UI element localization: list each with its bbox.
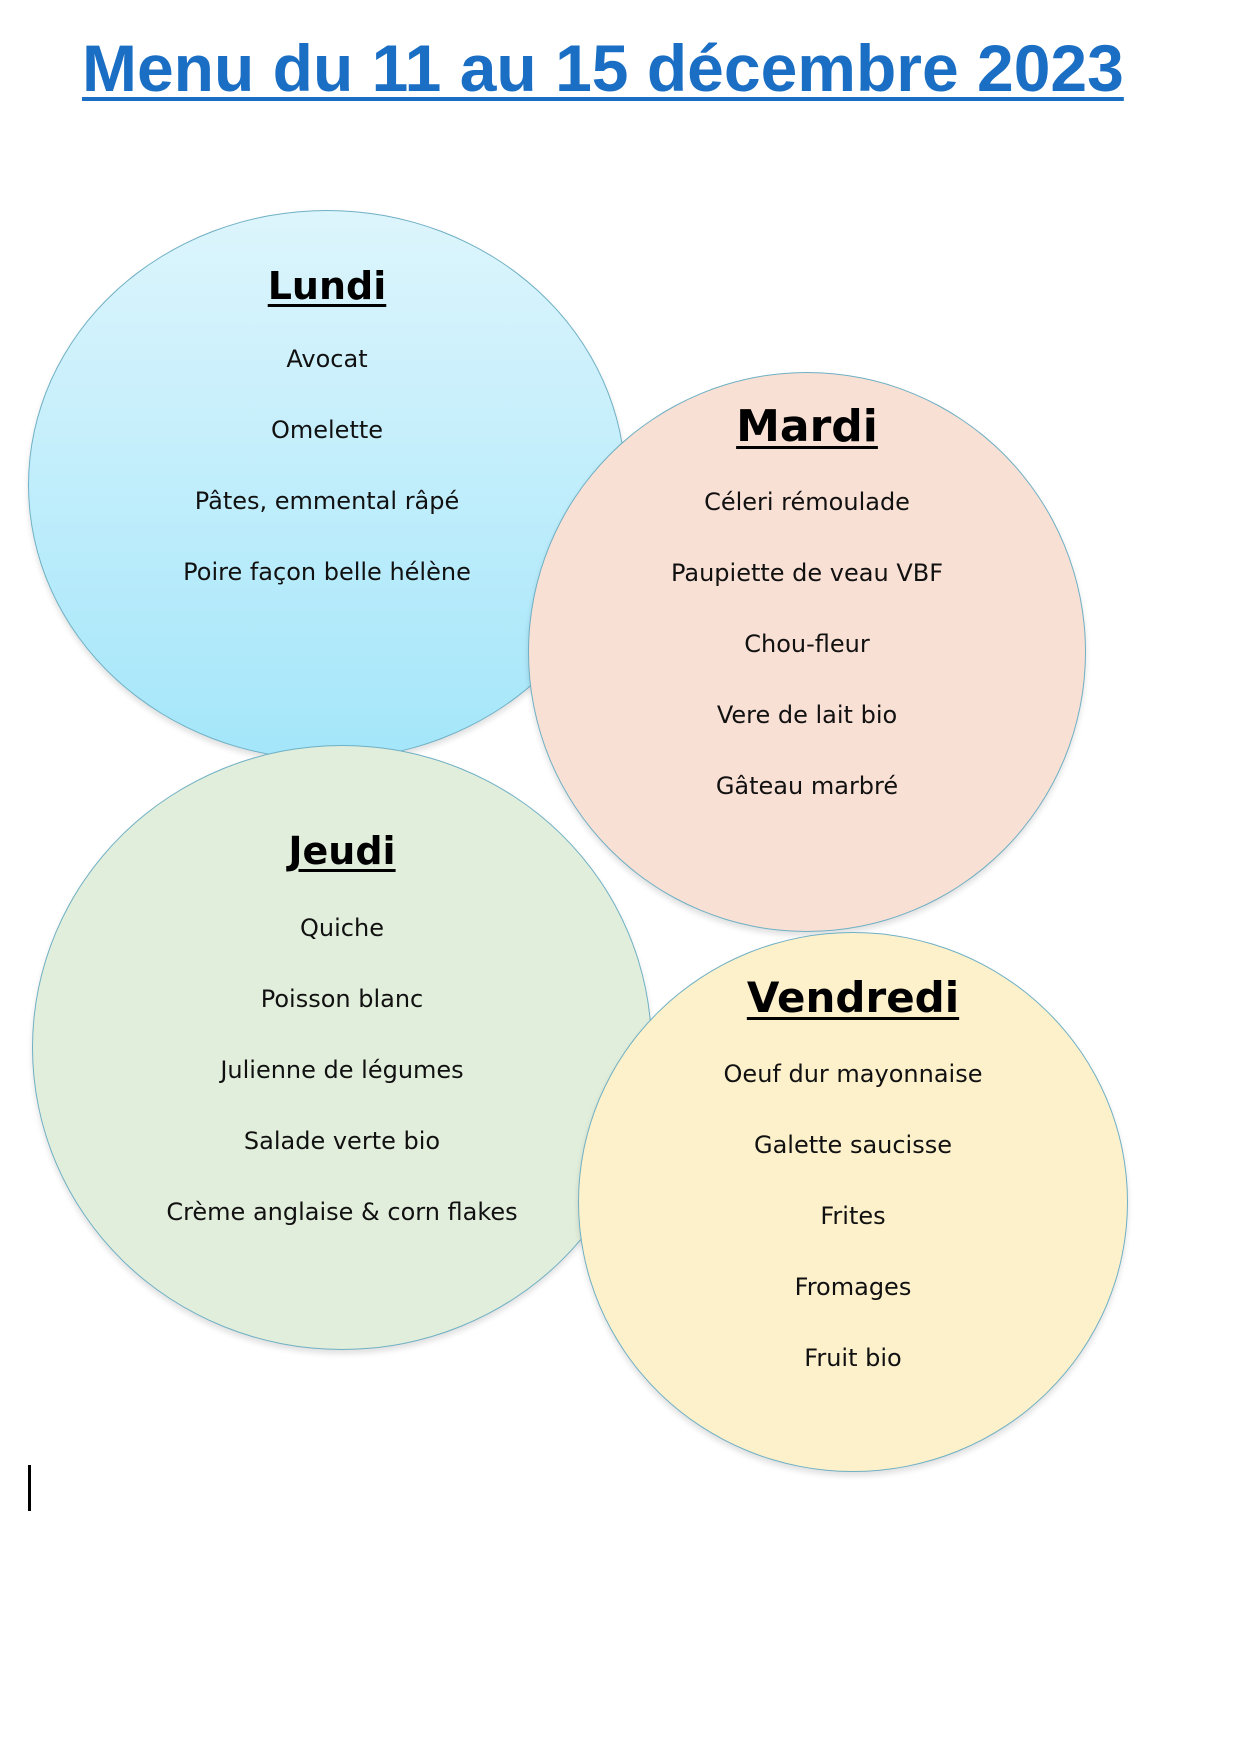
day-card-lundi: Lundi Avocat Omelette Pâtes, emmental râ…	[28, 210, 626, 760]
menu-item: Julienne de légumes	[220, 1056, 464, 1084]
menu-item: Omelette	[270, 416, 384, 444]
day-title-mardi: Mardi	[736, 401, 878, 452]
menu-list-vendredi: Oeuf dur mayonnaise Galette saucisse Fri…	[579, 1059, 1127, 1414]
menu-item: Gâteau marbré	[715, 772, 899, 800]
menu-item: Céleri rémoulade	[704, 488, 910, 516]
menu-list-jeudi: Quiche Poisson blanc Julienne de légumes…	[33, 913, 651, 1268]
menu-item: Oeuf dur mayonnaise	[723, 1060, 983, 1088]
menu-item: Frites	[820, 1202, 886, 1230]
day-title-vendredi: Vendredi	[746, 973, 960, 1022]
text-cursor	[28, 1465, 31, 1511]
day-card-vendredi: Vendredi Oeuf dur mayonnaise Galette sau…	[578, 932, 1128, 1472]
menu-item: Quiche	[300, 914, 384, 942]
menu-item: Salade verte bio	[243, 1127, 441, 1155]
menu-item: Poisson blanc	[260, 985, 424, 1013]
day-card-mardi: Mardi Céleri rémoulade Paupiette de veau…	[528, 372, 1086, 932]
menu-item: Avocat	[286, 345, 368, 373]
menu-list-lundi: Avocat Omelette Pâtes, emmental râpé Poi…	[29, 344, 625, 628]
menu-item: Crème anglaise & corn flakes	[166, 1198, 518, 1226]
menu-item: Pâtes, emmental râpé	[194, 487, 460, 515]
menu-item: Vere de lait bio	[716, 701, 898, 729]
menu-item: Galette saucisse	[753, 1131, 952, 1159]
day-title-lundi: Lundi	[267, 264, 387, 308]
menu-item: Fromages	[794, 1273, 912, 1301]
menu-item: Chou-fleur	[744, 630, 870, 658]
menu-item: Poire façon belle hélène	[183, 558, 471, 586]
menu-item: Fruit bio	[804, 1344, 902, 1372]
day-title-jeudi: Jeudi	[288, 829, 396, 873]
menu-item: Paupiette de veau VBF	[670, 559, 944, 587]
menu-list-mardi: Céleri rémoulade Paupiette de veau VBF C…	[529, 487, 1085, 842]
page-title: Menu du 11 au 15 décembre 2023	[82, 31, 1124, 105]
